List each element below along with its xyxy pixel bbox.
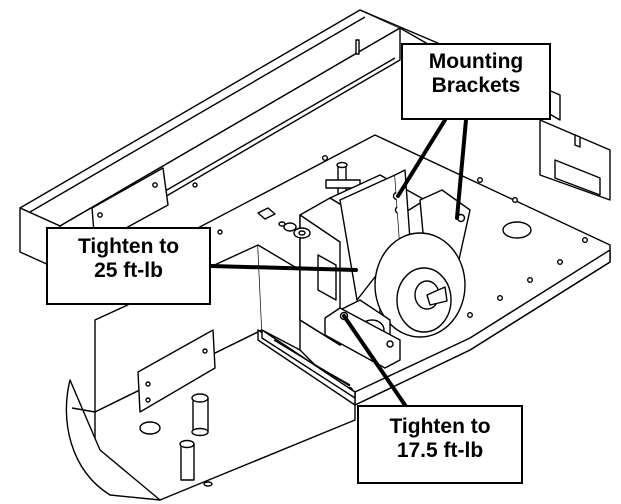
callout-tighten-25-ftlb: Tighten to 25 ft-lb xyxy=(46,227,211,305)
bolt-and-washers xyxy=(257,207,311,239)
leader-line-bracket-2 xyxy=(455,118,468,220)
callout-175-line2: 17.5 ft-lb xyxy=(396,439,484,462)
leader-line-bracket-1 xyxy=(396,118,447,198)
locator-pin xyxy=(325,161,361,196)
callout-25-line2: 25 ft-lb xyxy=(94,259,163,282)
callout-mounting-brackets: Mounting Brackets xyxy=(401,43,551,120)
callout-tighten-17-5-ftlb: Tighten to 17.5 ft-lb xyxy=(357,405,523,484)
leader-line-25-ftlb xyxy=(209,264,358,272)
housing-name-plate xyxy=(137,329,216,413)
lower-housing xyxy=(65,244,356,501)
callout-mounting-line1: Mounting xyxy=(428,50,524,73)
callout-25-line1: Tighten to xyxy=(77,235,180,258)
lower-shelf xyxy=(261,329,356,399)
housing-standoffs xyxy=(139,393,213,487)
callout-mounting-line2: Brackets xyxy=(431,74,521,97)
callout-175-line1: Tighten to xyxy=(389,415,491,438)
mount-base-flange xyxy=(324,307,401,369)
leader-line-17-5-ftlb xyxy=(342,314,407,407)
